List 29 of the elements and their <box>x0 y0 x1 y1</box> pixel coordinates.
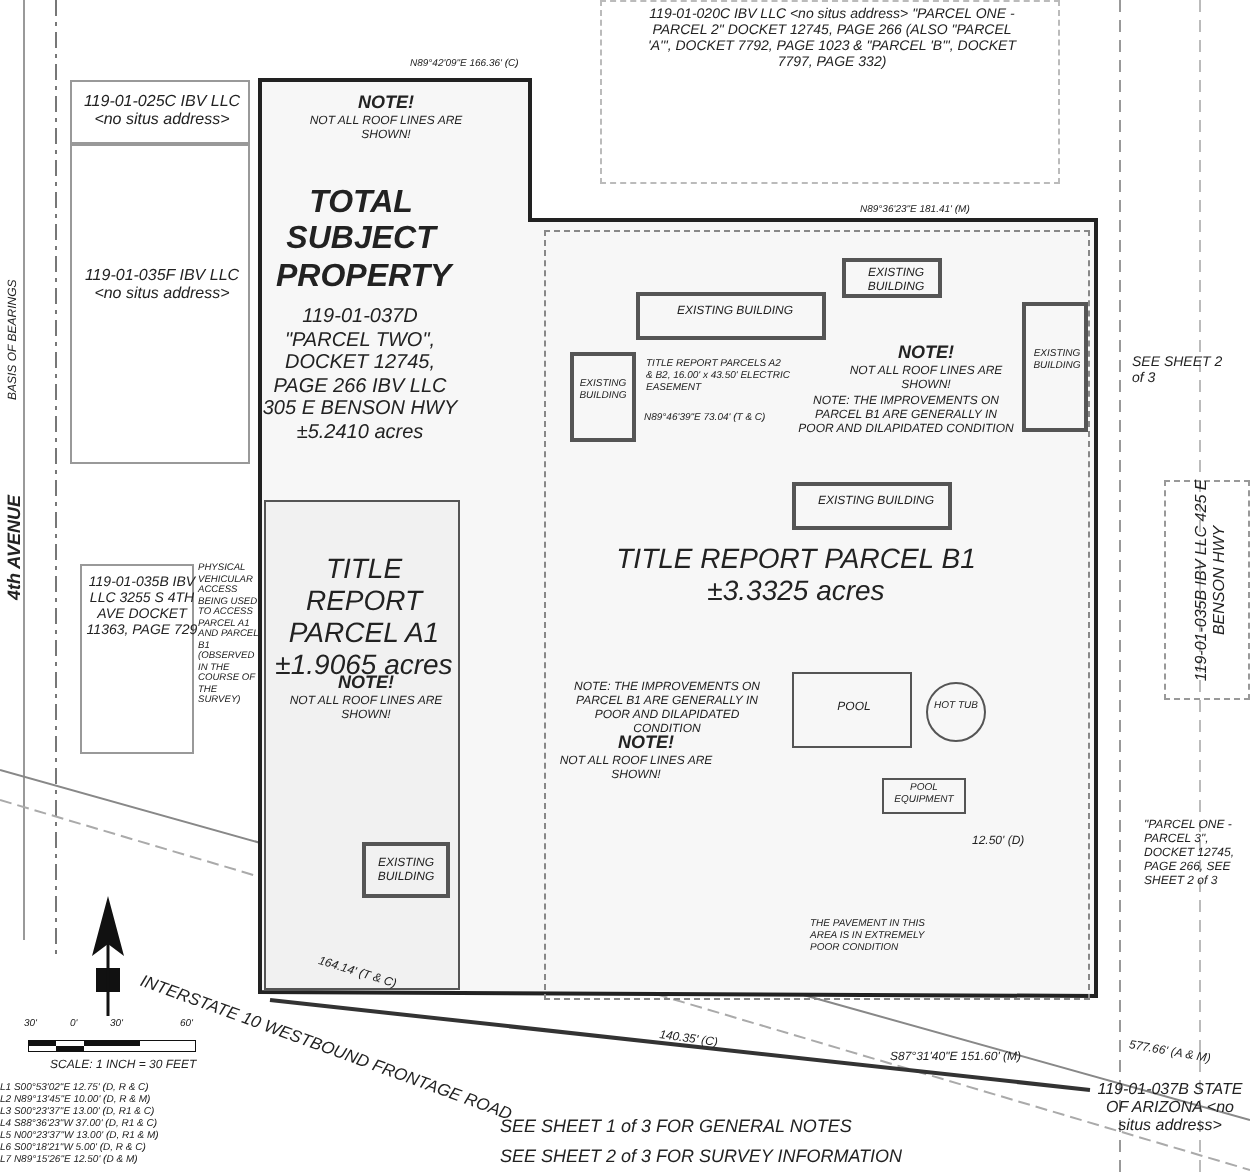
building-outline <box>1022 302 1088 432</box>
pool-outline <box>792 672 912 748</box>
equipment-box <box>882 778 966 814</box>
parcel-label: 119-01-037B STATE OF ARIZONA <no situs address> <box>1095 1080 1245 1136</box>
note-heading: NOTE! <box>616 732 674 753</box>
parcel-area <box>544 230 1090 1000</box>
parcel-label: 119-01-025C IBV LLC <no situs address> <box>82 92 242 129</box>
building-outline <box>792 482 952 530</box>
building-outline <box>842 258 942 298</box>
neighbor-parcel <box>70 80 250 144</box>
street-name: 4th AVENUE <box>4 494 25 600</box>
parcel-area <box>264 500 460 990</box>
note-heading: NOTE! <box>896 342 956 363</box>
building-outline <box>362 842 450 898</box>
property-boundary <box>256 76 1100 1000</box>
neighbor-parcel <box>600 0 1060 184</box>
neighbor-parcel <box>1164 480 1250 700</box>
parcel-title: TITLE REPORT PARCEL B1 ±3.3325 acres <box>614 542 978 607</box>
building-outline <box>636 292 826 340</box>
property-description: 119-01-037D "PARCEL TWO", DOCKET 12745, PAGE 266 IBV LLC 305 E BENSON HWY ±5.2410 acres <box>260 306 460 444</box>
general-note: SEE SHEET 1 of 3 FOR GENERAL NOTES <box>500 1116 852 1137</box>
neighbor-parcel <box>80 564 194 754</box>
neighbor-parcel <box>70 144 250 464</box>
general-note: SEE SHEET 2 of 3 FOR SURVEY INFORMATION <box>500 1146 903 1167</box>
hot-tub-circle <box>926 682 986 742</box>
parcel-label: 119-01-035B IBV LLC 425 E BENSON HWY <box>1191 477 1229 685</box>
note-heading: NOTE! <box>356 92 416 113</box>
building-outline <box>570 352 636 442</box>
parcel-label: 119-01-035F IBV LLC <no situs address> <box>82 266 242 303</box>
